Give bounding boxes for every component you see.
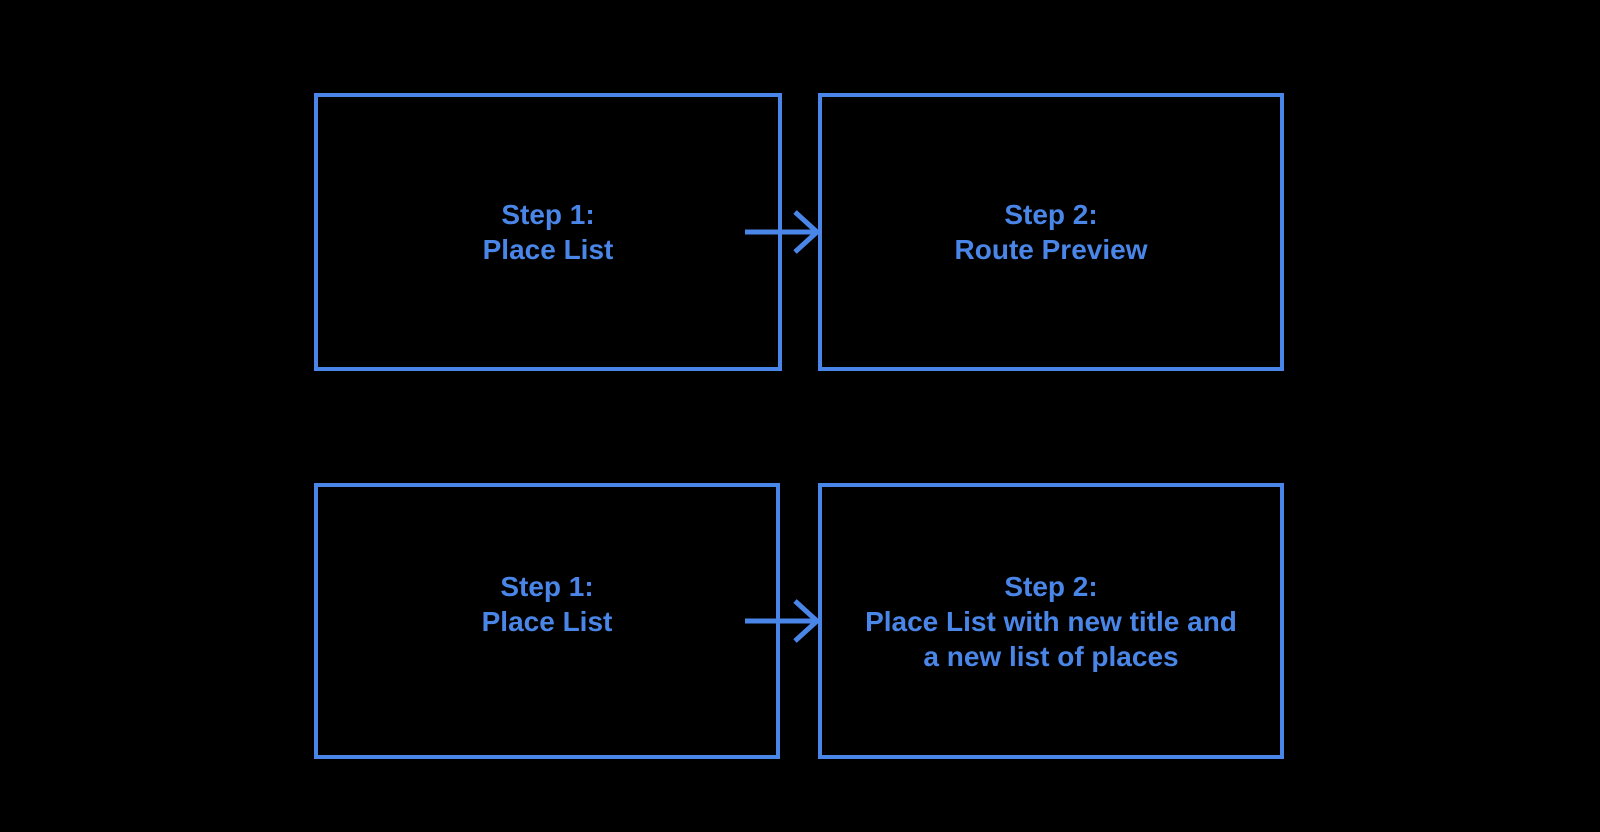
flow-box-step2-route-preview: Step 2: Route Preview xyxy=(818,93,1284,371)
box-label-line: Step 2: xyxy=(1004,199,1098,230)
arrow-right-icon xyxy=(745,599,821,643)
box-label-line: Place List with new title and xyxy=(865,605,1237,637)
box-label: Step 1: Place List xyxy=(483,197,614,267)
box-label: Step 2: Place List with new title and a … xyxy=(865,569,1237,674)
box-label-line: Place List xyxy=(481,605,613,637)
arrow-right-icon xyxy=(745,210,821,254)
box-label: Step 1: Place List xyxy=(482,569,613,674)
box-label-line: Route Preview xyxy=(954,234,1148,265)
box-label: Step 2: Route Preview xyxy=(955,197,1148,267)
flow-box-step1-place-list-2: Step 1: Place List xyxy=(314,483,780,759)
flow-box-step1-place-list: Step 1: Place List xyxy=(314,93,782,371)
box-label-line: Step 1: xyxy=(500,570,594,602)
box-label-line: Step 2: xyxy=(1004,570,1098,602)
flow-box-step2-place-list-new-title: Step 2: Place List with new title and a … xyxy=(818,483,1284,759)
box-label-line: Place List xyxy=(482,234,614,265)
box-label-line: a new list of places xyxy=(923,640,1179,672)
box-label-line: Step 1: xyxy=(501,199,595,230)
